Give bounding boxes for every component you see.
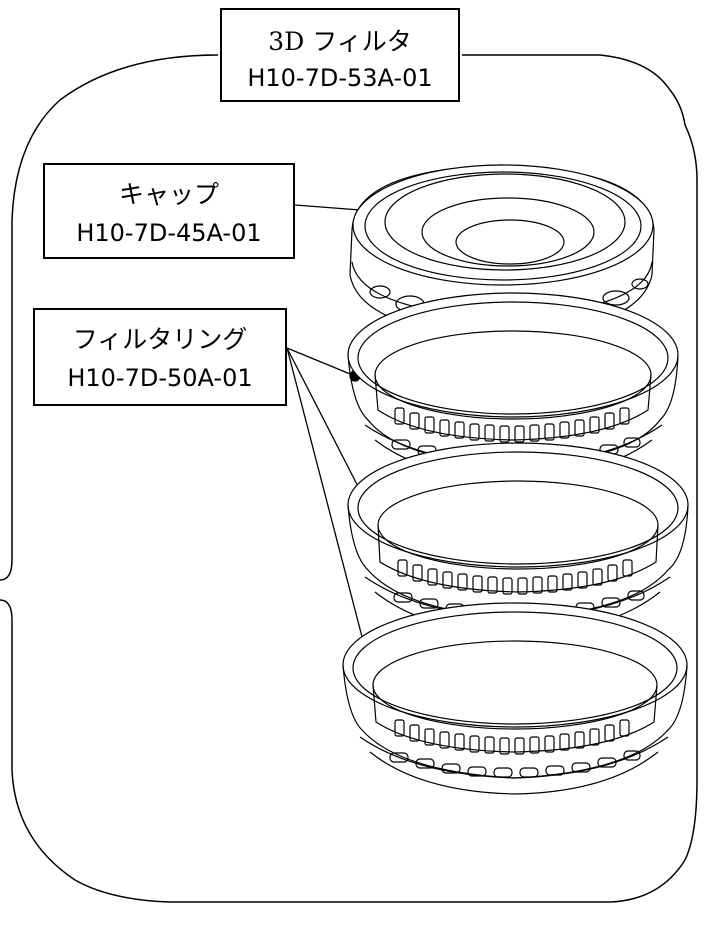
assembly-part-number: H10-7D-53A-01: [247, 64, 433, 92]
ring-1-top-outer: [347, 292, 679, 418]
ring-1-inner-lower: [374, 374, 652, 441]
ring-2-top-inner: [357, 451, 679, 565]
cap-part: [349, 164, 655, 339]
filter-ring-name: フィルタリング: [72, 325, 248, 354]
ring-leader-1: [286, 347, 356, 377]
cap-label: キャップ H10-7D-45A-01: [43, 163, 295, 259]
filter-ring-3: [342, 602, 688, 795]
ring-3-slots: [389, 719, 641, 778]
ring-leader-3: [286, 347, 368, 657]
assembly-boundary-top-right: [462, 54, 686, 126]
filter-ring-part-number: H10-7D-50A-01: [67, 364, 253, 392]
ring-1-top-inner: [357, 301, 669, 415]
assembly-boundary: [0, 54, 219, 581]
ring-3-top-inner: [352, 611, 678, 725]
cap-part-number: H10-7D-45A-01: [76, 219, 262, 247]
cap-bowl-3: [455, 219, 565, 265]
ring-3-lower-band: [359, 736, 669, 779]
cap-name: キャップ: [118, 180, 219, 209]
ring-leader-2: [286, 347, 366, 501]
filter-ring-label: フィルタリング H10-7D-50A-01: [33, 308, 287, 406]
assembly-boundary-left-lower: [0, 124, 698, 903]
filter-ring-2: [347, 442, 689, 635]
ring-3-bottom: [369, 751, 659, 795]
assembly-label: 3D フィルタ H10-7D-53A-01: [220, 8, 460, 102]
assembly-title: 3D フィルタ: [268, 27, 412, 56]
